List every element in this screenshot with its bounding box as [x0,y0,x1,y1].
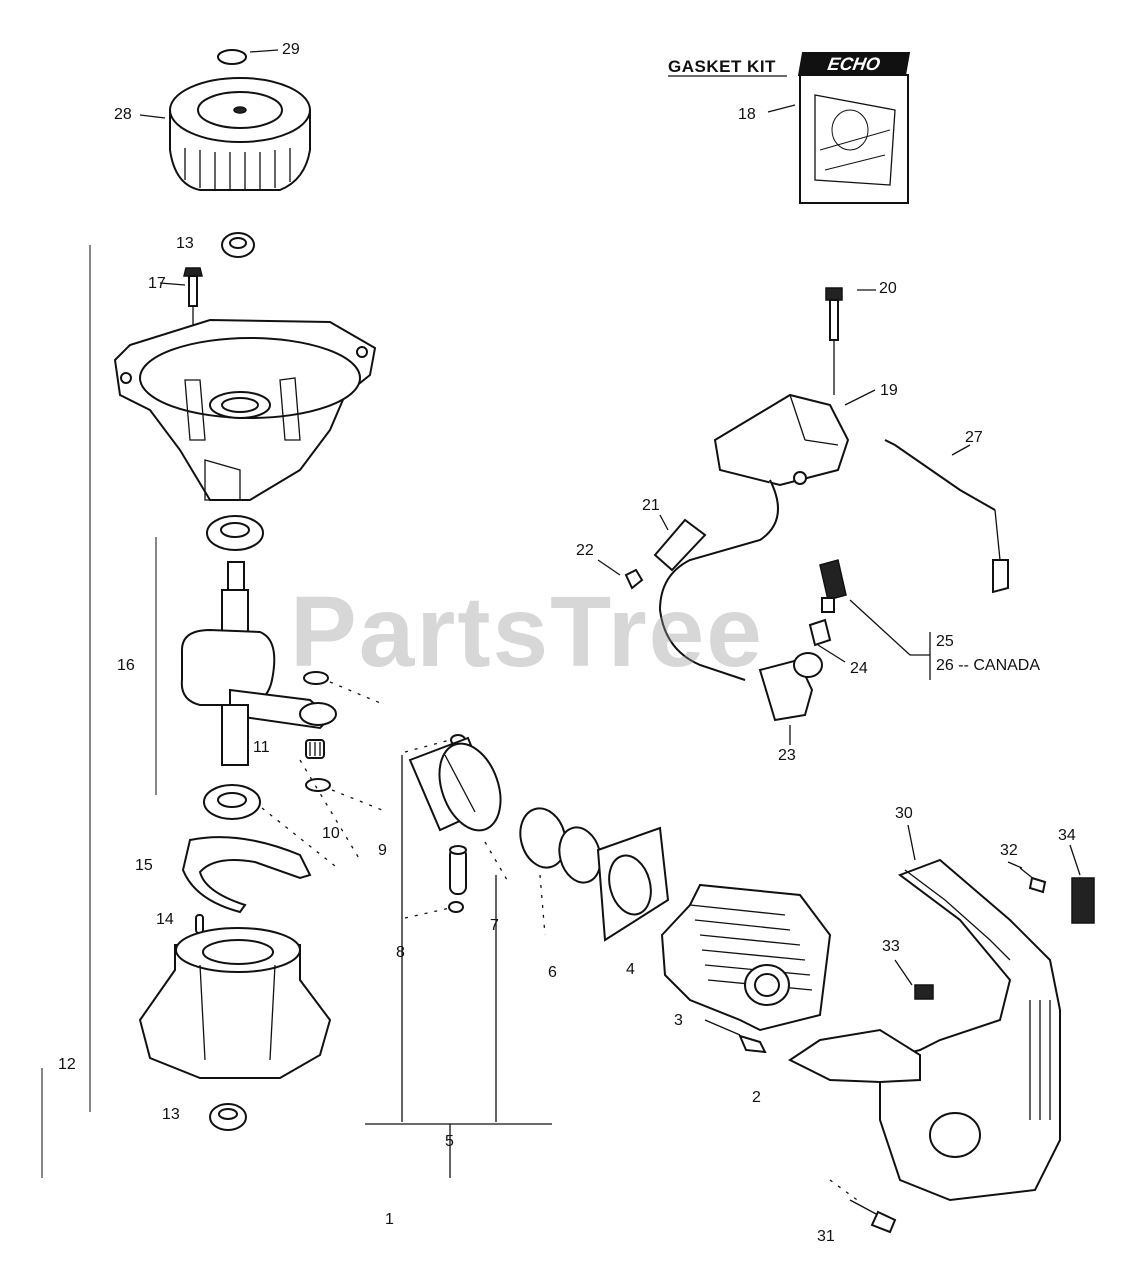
washer-part-29[interactable] [217,49,247,65]
callout-32[interactable]: 32 [1000,842,1018,859]
callout-29[interactable]: 29 [282,41,300,58]
callout-28[interactable]: 28 [114,106,132,123]
piston-part-7[interactable] [408,735,512,839]
callout-12[interactable]: 12 [58,1056,76,1073]
cylinder-part-3[interactable] [660,883,832,1032]
callout-6[interactable]: 6 [548,964,557,981]
crankcase-upper[interactable] [113,318,377,501]
callout-27[interactable]: 27 [965,429,983,446]
callout-15[interactable]: 15 [135,857,153,874]
screw-part-20[interactable] [825,287,843,395]
callout-10[interactable]: 10 [322,825,340,842]
flywheel-part-28[interactable] [169,77,311,191]
callout-18[interactable]: 18 [738,106,756,123]
gasket-part-4[interactable] [596,826,670,942]
callout-16[interactable]: 16 [117,657,135,674]
callout-5[interactable]: 5 [445,1133,454,1150]
callout-26-canada[interactable]: 26 -- CANADA [936,657,1041,674]
screw-part-32[interactable] [1019,867,1047,894]
pin-part-14[interactable] [195,914,204,934]
circlip-part-15[interactable] [181,836,312,914]
callout-25[interactable]: 25 [936,633,954,650]
watermark: PartsTree [290,576,764,688]
callout-8[interactable]: 8 [396,944,405,961]
nut-part-22[interactable] [624,568,644,590]
callout-13-top[interactable]: 13 [176,235,194,252]
lead-wire-part-27[interactable] [884,439,1009,594]
label-part-34[interactable] [1071,877,1095,924]
callout-21[interactable]: 21 [642,497,660,514]
sleeve-part-21[interactable] [653,518,707,572]
callout-2[interactable]: 2 [752,1089,761,1106]
callout-31[interactable]: 31 [817,1228,835,1245]
screw-part-31[interactable] [849,1199,897,1234]
callout-24[interactable]: 24 [850,660,868,677]
callout-4[interactable]: 4 [626,961,635,978]
washer-part-9-upper[interactable] [303,671,329,685]
circlip-part-8-lower[interactable] [448,901,464,913]
oil-seal-part-13-top[interactable] [221,232,255,258]
callout-34[interactable]: 34 [1058,827,1076,844]
brand-logo: ECHO [797,52,911,76]
needle-bearing-part-10[interactable] [305,739,325,759]
bearing-part-upper[interactable] [206,515,264,551]
callout-11[interactable]: 11 [253,739,270,756]
crankshaft-part-16[interactable] [180,561,337,766]
gasket-kit-part-18[interactable] [799,74,909,204]
spring-part-24[interactable] [808,618,832,647]
callout-23[interactable]: 23 [778,747,796,764]
washer-part-9-lower[interactable] [305,778,331,792]
bearing-part-11[interactable] [203,784,261,820]
oil-seal-part-13-bottom[interactable] [209,1103,247,1131]
spark-plug-part-25[interactable] [819,559,847,613]
gasket-kit-label: GASKET KIT [668,57,776,76]
plug-cap-part-23[interactable] [758,652,823,722]
callout-22[interactable]: 22 [576,542,594,559]
muffler-cover-part-30[interactable] [788,858,1061,1202]
callout-3[interactable]: 3 [674,1012,683,1029]
bolt-part-3[interactable] [704,1019,767,1054]
callout-1[interactable]: 1 [385,1211,394,1228]
crankcase-lower[interactable] [138,927,332,1079]
ignition-coil-part-19[interactable] [713,393,850,487]
callout-30[interactable]: 30 [895,805,913,822]
callout-17[interactable]: 17 [148,275,166,292]
callout-19[interactable]: 19 [880,382,898,399]
callout-9[interactable]: 9 [378,842,387,859]
callout-20[interactable]: 20 [879,280,897,297]
callout-14[interactable]: 14 [156,911,174,928]
label-part-33[interactable] [914,984,934,1000]
callout-13-bottom[interactable]: 13 [162,1106,180,1123]
callout-33[interactable]: 33 [882,938,900,955]
callout-7[interactable]: 7 [490,917,499,934]
piston-pin-part-7[interactable] [449,845,467,895]
